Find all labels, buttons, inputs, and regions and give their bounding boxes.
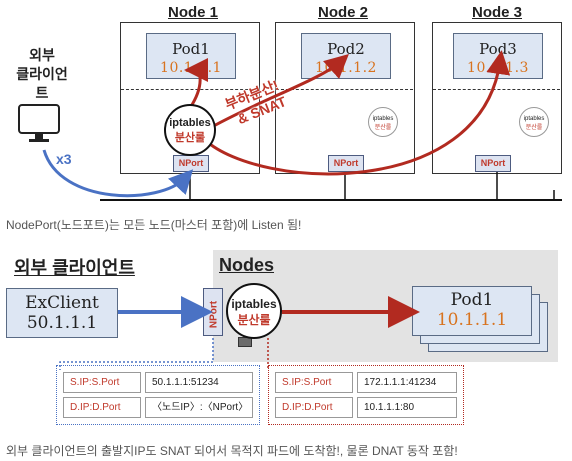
x3-label: x3: [56, 151, 72, 167]
ipt-main-line1: iptables: [169, 117, 211, 129]
node-divider: [121, 89, 258, 90]
node-2-iptables-small: iptables 분산룰: [368, 107, 398, 137]
client-label-line1: 외부: [29, 47, 55, 63]
right-table-label-1: D.IP:D.Port: [275, 397, 353, 418]
pod-1-box-bottom: Pod1 10.1.1.1: [412, 286, 532, 336]
nodes-title: Nodes: [219, 255, 275, 275]
bottom-caption: 외부 클라이언트의 출발지IP도 SNAT 되어서 목적지 파드에 도착함!, …: [6, 444, 458, 458]
client-label: 외부 클라이언트: [12, 46, 72, 103]
exclient-name: ExClient: [25, 293, 99, 313]
right-table-value-0: 172.1.1.1:41234: [357, 372, 457, 393]
lb-arrow-pod1: [184, 58, 209, 109]
left-header-table: S.IP:S.Port 50.1.1.1:51234 D.IP:D.Port 〈…: [56, 365, 260, 425]
lb-arrow-pod2: [209, 53, 349, 130]
ipt-bottom-line2: 분산룰: [237, 313, 271, 327]
ipt-small-line2: 분산룰: [525, 125, 543, 131]
lb-arrow-pod3: [203, 50, 511, 176]
pod-2-name: Pod2: [327, 40, 365, 58]
left-table-value-1: 〈노드IP〉:〈NPort〉: [145, 397, 253, 418]
ipt-main-line2: 분산룰: [174, 132, 206, 144]
node-2-nport: NPort: [328, 155, 364, 172]
client-label-line2: 클라이언트: [16, 66, 68, 101]
bottom-arrows: [59, 296, 420, 370]
top-arrows: [42, 50, 555, 199]
pod-1-ip-bottom: 10.1.1.1: [436, 310, 508, 330]
pod-1-name-bottom: Pod1: [450, 290, 494, 310]
pod-1-name: Pod1: [172, 40, 210, 58]
exclient-box: ExClient 50.1.1.1: [6, 288, 118, 338]
monitor-icon: [18, 104, 60, 142]
node-3-nport: NPort: [475, 155, 511, 172]
node-3-title: Node 3: [471, 4, 522, 21]
exclient-ip: 50.1.1.1: [26, 313, 98, 333]
client-to-nport-arrow: [42, 149, 194, 198]
external-client-title: 외부 클라이언트: [14, 258, 135, 278]
node-divider: [276, 89, 413, 90]
ipt-bottom-line1: iptables: [231, 297, 277, 311]
node-divider: [433, 89, 560, 90]
left-table-label-1: D.IP:D.Port: [63, 397, 141, 418]
left-table-connector: [59, 338, 214, 370]
left-table-value-0: 50.1.1.1:51234: [145, 372, 253, 393]
ipt-small-line2: 분산룰: [374, 125, 392, 131]
right-table-label-0: S.IP:S.Port: [275, 372, 353, 393]
node-2-title: Node 2: [317, 4, 368, 21]
node-3-iptables-small: iptables 분산룰: [519, 107, 549, 137]
iptables-circle-bottom: iptables 분산룰: [226, 283, 282, 339]
node-1-box: Pod1 10.1.1.1 NPort: [120, 22, 260, 174]
node-3-box: Pod3 10.1.1.3 iptables 분산룰 NPort: [432, 22, 562, 174]
node-1-title: Node 1: [167, 4, 218, 21]
top-caption: NodePort(노드포트)는 모든 노드(마스터 포함)에 Listen 됨!: [6, 218, 302, 232]
left-table-label-0: S.IP:S.Port: [63, 372, 141, 393]
network-bus-line: [100, 199, 562, 201]
ipt-small-line1: iptables: [372, 116, 394, 122]
node-1-iptables: iptables 분산룰: [164, 104, 216, 156]
right-header-table: S.IP:S.Port 172.1.1.1:41234 D.IP:D.Port …: [268, 365, 464, 425]
ipt-small-line1: iptables: [523, 116, 545, 122]
right-table-value-1: 10.1.1.1:80: [357, 397, 457, 418]
